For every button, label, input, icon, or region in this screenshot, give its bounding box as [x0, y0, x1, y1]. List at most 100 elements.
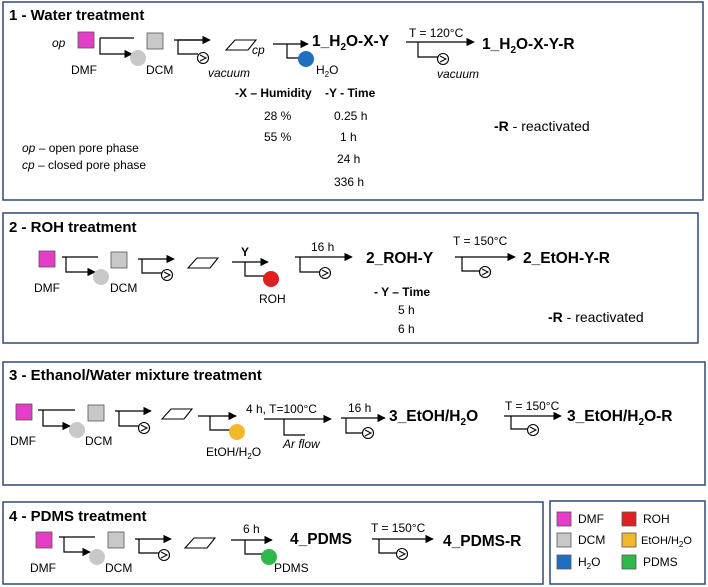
dmf-square	[15, 403, 33, 421]
dmf-label: DMF	[30, 561, 56, 575]
panel-pdms-treatment	[2, 501, 544, 585]
step-arrow	[99, 38, 133, 59]
roh-label: ROH	[259, 292, 286, 306]
conditions-label: 4 h, T=100°C	[246, 402, 317, 416]
time-label-3: 16 h	[348, 401, 371, 415]
pump-icon-mark	[163, 271, 172, 279]
step-branch-roh	[244, 262, 265, 277]
dcm-label: DCM	[146, 63, 173, 77]
reactivation-branch-3	[510, 416, 528, 430]
dcm-square	[110, 251, 128, 269]
reactivation-branch-1	[417, 42, 438, 58]
time-1: 0.25 h	[334, 109, 367, 123]
dmf-square	[38, 250, 56, 268]
etoh-h2o-label: EtOH/H2O	[206, 445, 261, 461]
solid-sample-icon	[160, 408, 194, 420]
panel-water-treatment	[2, 1, 704, 201]
op-label: op	[52, 36, 66, 50]
step-branch-heat	[283, 419, 305, 436]
panel-2-title: 2 - ROH treatment	[9, 219, 137, 236]
time-label-4: 6 h	[243, 522, 260, 536]
dcm-circle	[130, 50, 146, 66]
dcm-label: DCM	[85, 434, 112, 448]
ar-flow-label: Ar flow	[282, 437, 321, 451]
dcm-square	[146, 32, 164, 50]
product-2-label: 2_ROH-Y	[366, 250, 434, 267]
panel-1-title: 1 - Water treatment	[9, 7, 144, 24]
time-4: 336 h	[334, 175, 364, 189]
table-head-x: -X – Humidity	[235, 86, 312, 100]
legend-dmf-swatch	[556, 511, 572, 527]
table-head-2: - Y – Time	[374, 285, 430, 299]
legend-pdms-swatch	[621, 554, 637, 570]
temp-label-4: T = 150°C	[371, 521, 426, 535]
pump-icon-mark	[439, 55, 448, 63]
vacuum-label: vacuum	[208, 66, 250, 80]
pump-icon-mark	[481, 268, 490, 276]
legend-dmf-label: DMF	[578, 512, 604, 526]
pdms-circle	[261, 549, 277, 565]
pump-icon-mark	[140, 424, 149, 432]
y-label: Y	[241, 245, 249, 259]
h2o-circle	[298, 51, 314, 67]
time-3: 24 h	[337, 152, 360, 166]
pump-icon-mark	[398, 550, 407, 558]
legend-pdms-label: PDMS	[643, 555, 678, 569]
final-3-label: 3_EtOH/H2O-R	[567, 408, 672, 428]
vacuum-branch	[118, 411, 139, 427]
temp-label-3: T = 150°C	[505, 399, 560, 413]
step-branch-pdms	[244, 540, 264, 555]
legend-dcm-swatch	[556, 532, 572, 548]
legend-roh-label: ROH	[643, 512, 670, 526]
pump-icon-mark	[529, 426, 538, 434]
dmf-label: DMF	[71, 63, 97, 77]
legend-roh-swatch	[621, 511, 637, 527]
product-4-label: 4_PDMS	[290, 531, 352, 548]
solid-sample-icon	[183, 537, 217, 549]
dmf-label: DMF	[10, 434, 36, 448]
dmf-square	[35, 531, 53, 549]
dcm-square	[87, 404, 105, 422]
h2o-label: H2O	[316, 63, 338, 79]
panel-3-title: 3 - Ethanol/Water mixture treatment	[9, 367, 262, 384]
product-3-label: 3_EtOH/H2O	[389, 408, 478, 428]
step-arrow	[42, 410, 71, 431]
pump-icon-mark	[321, 269, 330, 277]
reactivated-note-2: -R - reactivated	[548, 309, 644, 325]
legend-box	[549, 500, 706, 585]
vacuum-branch	[141, 259, 162, 274]
final-1-label: 1_H2O-X-Y-R	[482, 36, 575, 56]
dcm-circle	[89, 549, 105, 565]
legend-etoh-swatch	[621, 532, 637, 548]
humidity-2: 55 %	[264, 130, 292, 144]
panel-roh-treatment	[2, 212, 699, 344]
vacuum-label-2: vacuum	[437, 67, 479, 81]
dcm-square	[107, 531, 125, 549]
table-head-y: -Y - Time	[325, 86, 376, 100]
step-branch-16h	[345, 418, 363, 434]
reactivated-note-1: -R - reactivated	[494, 118, 590, 134]
step-arrow	[63, 537, 91, 557]
panel-4-title: 4 - PDMS treatment	[9, 508, 147, 525]
product-1-label: 1_H2O-X-Y	[312, 33, 390, 53]
vacuum-arrow	[174, 39, 209, 55]
dmf-label: DMF	[34, 281, 60, 295]
pdms-label: PDMS	[274, 561, 309, 575]
humidity-1: 28 %	[264, 109, 292, 123]
step-branch-cp	[286, 44, 301, 59]
reactivation-branch-4	[378, 539, 397, 554]
panel-ethanol-water-treatment	[2, 361, 706, 486]
legend-h2o-label: H2O	[578, 555, 600, 571]
pump-icon-mark	[160, 551, 169, 559]
dmf-square	[77, 31, 95, 49]
pump-icon-mark	[199, 54, 208, 62]
dcm-label: DCM	[110, 281, 137, 295]
time-6h: 6 h	[398, 322, 415, 336]
op-legend: op – open pore phase	[22, 141, 139, 155]
temp-label-1: T = 120°C	[409, 26, 464, 40]
pump-icon-mark	[364, 429, 373, 437]
final-2-label: 2_EtOH-Y-R	[523, 250, 610, 267]
solid-sample-icon	[186, 257, 220, 269]
dcm-label: DCM	[105, 561, 132, 575]
